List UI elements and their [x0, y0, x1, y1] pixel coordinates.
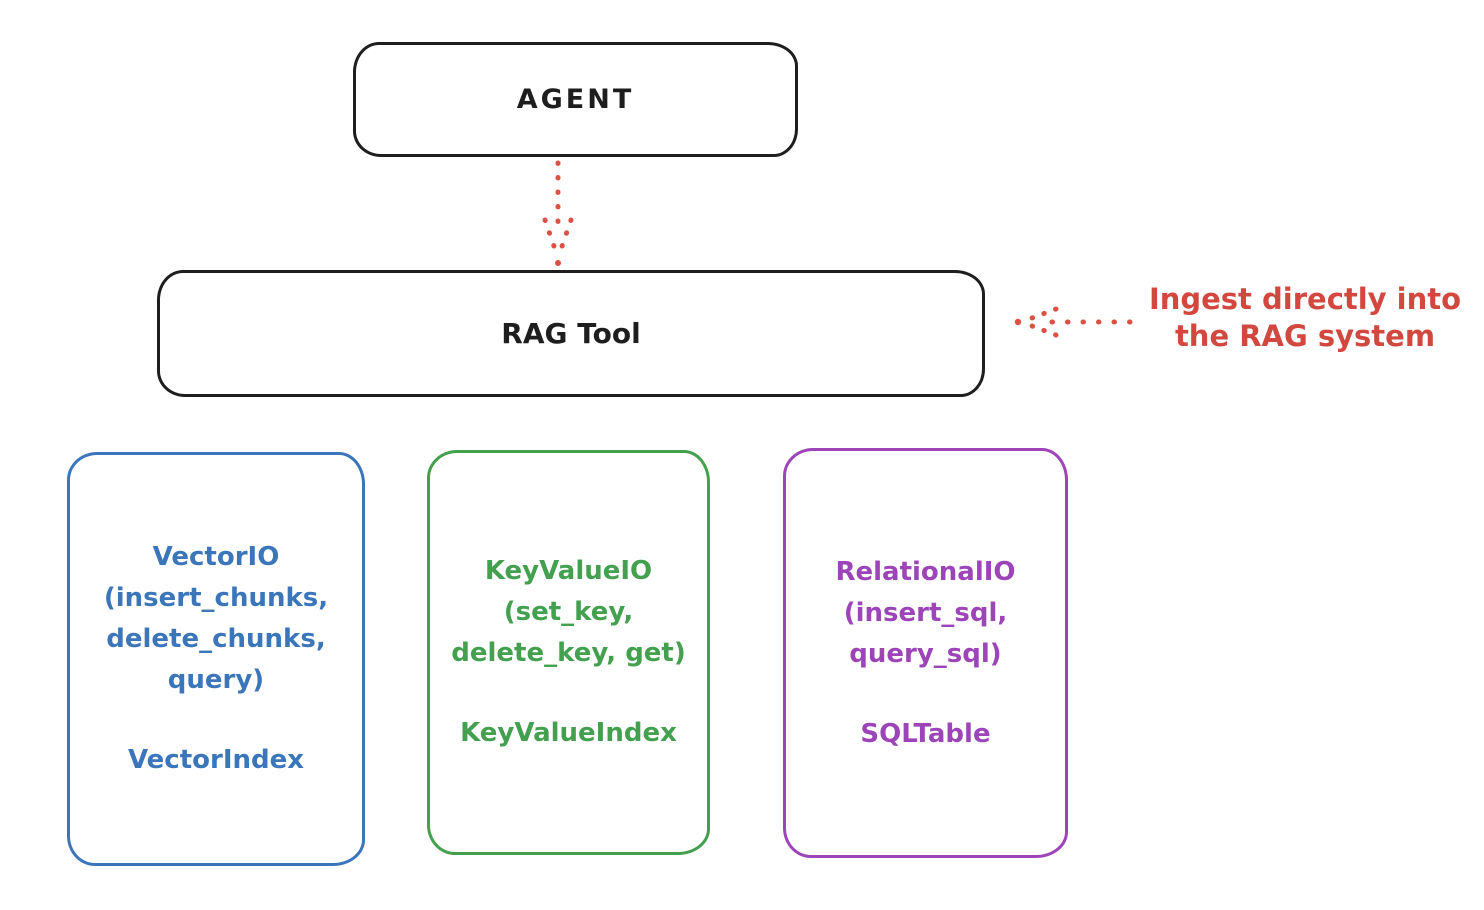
vector-io-methods-line: (insert_chunks,: [103, 583, 329, 613]
agent-node: AGENT: [353, 42, 798, 157]
ingest-annotation: Ingest directly into the RAG system: [1134, 281, 1476, 355]
relational-io-methods-line: query_sql): [849, 638, 1002, 669]
ingest-annotation-line: Ingest directly into: [1148, 282, 1462, 316]
relational-io-methods-line: (insert_sql,: [843, 597, 1008, 628]
rag-tool-node-label: RAG Tool: [501, 317, 641, 350]
sql-table-label: SQLTable: [860, 718, 991, 749]
key-value-io-node: KeyValueIO (set_key, delete_key, get) Ke…: [427, 450, 710, 855]
agent-to-rag-arrow-icon: [542, 160, 574, 266]
ingest-annotation-line: the RAG system: [1174, 319, 1436, 353]
key-value-io-methods-line: (set_key,: [503, 597, 634, 627]
ingest-annotation-arrow-icon: [1014, 306, 1133, 338]
vector-io-title: VectorIO: [152, 542, 280, 572]
vector-index-label: VectorIndex: [127, 745, 305, 775]
agent-node-label: AGENT: [516, 84, 635, 115]
key-value-index-label: KeyValueIndex: [460, 718, 677, 748]
vector-io-node: VectorIO (insert_chunks, delete_chunks, …: [67, 452, 365, 866]
relational-io-node: RelationalIO (insert_sql, query_sql) SQL…: [783, 448, 1068, 858]
rag-tool-node: RAG Tool: [157, 270, 985, 397]
vector-io-methods-line: query): [167, 665, 265, 695]
key-value-io-title: KeyValueIO: [484, 556, 653, 586]
relational-io-title: RelationalIO: [835, 556, 1016, 587]
key-value-io-methods-line: delete_key, get): [451, 638, 686, 668]
vector-io-methods-line: delete_chunks,: [106, 624, 326, 654]
